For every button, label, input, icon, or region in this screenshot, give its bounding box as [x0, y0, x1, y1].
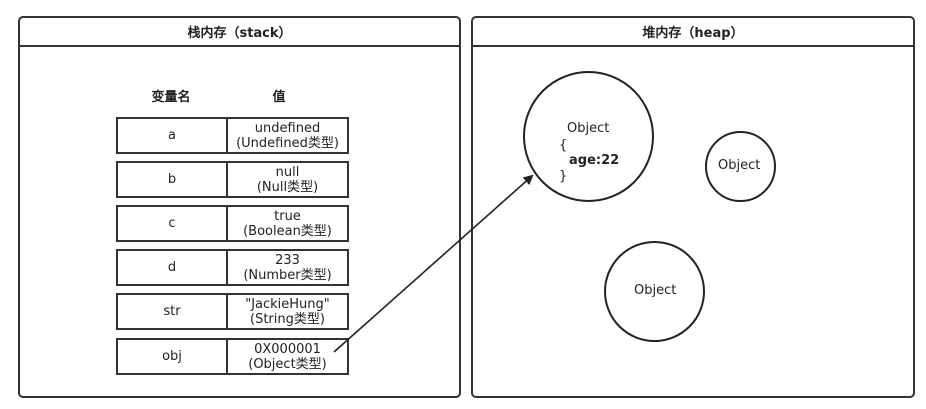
var-name-text: c	[168, 216, 176, 231]
var-value-a: undefined(Undefined类型)	[226, 117, 349, 154]
heap-panel-title: 堆内存（heap）	[473, 18, 913, 47]
var-name-text: b	[167, 172, 177, 187]
var-name-text: obj	[162, 349, 182, 364]
var-name-str: str	[116, 293, 228, 330]
var-type-text: (Object类型)	[248, 356, 327, 372]
heap-panel: 堆内存（heap）	[471, 16, 915, 398]
column-header-value: 值	[272, 90, 286, 105]
var-name-text: d	[167, 260, 177, 275]
var-value-text: undefined	[254, 120, 321, 136]
var-name-text: str	[163, 304, 181, 319]
var-type-text: (Undefined类型)	[236, 135, 339, 151]
var-value-obj: 0X000001(Object类型)	[226, 338, 349, 375]
var-name-text: a	[168, 128, 176, 143]
var-name-obj: obj	[116, 338, 228, 375]
var-value-c: true(Boolean类型)	[226, 205, 349, 242]
var-name-a: a	[116, 117, 228, 154]
object-close-brace: }	[559, 169, 568, 184]
column-header-name: 变量名	[151, 90, 191, 105]
stack-panel-title: 栈内存（stack）	[20, 18, 459, 47]
heap-object-label: Object	[634, 283, 677, 298]
var-type-text: (Number类型)	[243, 267, 332, 283]
var-type-text: (Null类型)	[256, 179, 319, 195]
heap-object-small	[705, 131, 776, 202]
var-value-text: null	[275, 164, 300, 180]
var-name-d: d	[116, 249, 228, 286]
var-value-str: "JackieHung"(String类型)	[226, 293, 349, 330]
object-property: age:22	[569, 153, 620, 168]
var-type-text: (String类型)	[250, 311, 325, 327]
heap-object-referenced	[523, 71, 654, 202]
var-name-b: b	[116, 161, 228, 198]
var-value-b: null(Null类型)	[226, 161, 349, 198]
var-value-d: 233(Number类型)	[226, 249, 349, 286]
heap-object-medium	[604, 241, 705, 342]
var-value-text: "JackieHung"	[245, 296, 330, 312]
heap-object-label: Object	[718, 158, 761, 173]
var-type-text: (Boolean类型)	[243, 223, 332, 239]
var-value-text: true	[274, 208, 301, 224]
object-open-brace: {	[559, 138, 568, 153]
heap-object-label: Object	[567, 121, 610, 136]
var-value-text: 233	[275, 252, 300, 268]
var-value-text: 0X000001	[254, 341, 321, 357]
